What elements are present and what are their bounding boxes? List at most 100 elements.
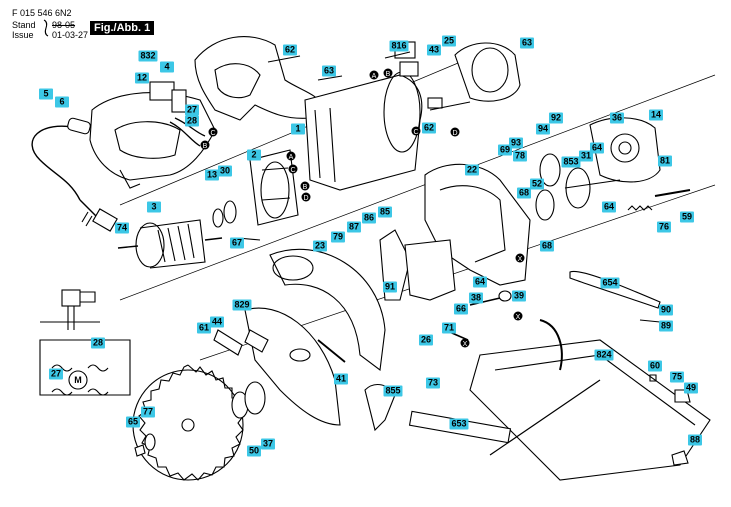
part-callout: 853 [561, 156, 581, 168]
part-callout: 38 [468, 292, 484, 304]
part-callout: 60 [647, 360, 663, 372]
marker-c-3: C [288, 164, 298, 174]
svg-text:B: B [203, 143, 208, 150]
marker-a-1: A [369, 70, 379, 80]
part-callout: 75 [669, 371, 685, 383]
svg-text:X: X [518, 256, 523, 263]
part-callout: 5 [39, 88, 53, 100]
part-callout: 94 [535, 123, 551, 135]
svg-text:D: D [452, 130, 457, 137]
part-callout: 61 [196, 322, 212, 334]
marker-x-1: X [515, 253, 525, 263]
marker-b-2: B [200, 140, 210, 150]
part-callout: 88 [687, 434, 703, 446]
part-callout: 27 [184, 104, 200, 116]
part-callout: 2 [247, 149, 261, 161]
part-callout: 66 [453, 303, 469, 315]
part-callout: 85 [377, 206, 393, 218]
part-callout: 654 [600, 277, 620, 289]
marker-x-3: X [460, 338, 470, 348]
svg-text:B: B [303, 184, 308, 191]
part-callout: 68 [539, 240, 555, 252]
marker-b-3: B [300, 181, 310, 191]
part-callout: 86 [361, 212, 377, 224]
part-callout: 90 [658, 304, 674, 316]
part-callout: 855 [383, 385, 403, 397]
part-callout: 12 [134, 72, 150, 84]
marker-d-1: D [450, 127, 460, 137]
part-callout: 37 [260, 438, 276, 450]
part-callout: 14 [648, 109, 664, 121]
svg-text:X: X [463, 341, 468, 348]
part-callout: 39 [511, 290, 527, 302]
part-callout: 79 [330, 231, 346, 243]
svg-text:A: A [289, 154, 294, 161]
stand-label: Stand [12, 20, 36, 30]
part-callout: 77 [140, 406, 156, 418]
part-callout: 78 [512, 150, 528, 162]
part-callout: 73 [425, 377, 441, 389]
part-callout: 25 [441, 35, 457, 47]
part-callout: 829 [232, 299, 252, 311]
part-callout: 36 [609, 112, 625, 124]
part-callout: 31 [578, 150, 594, 162]
svg-text:D: D [303, 195, 308, 202]
part-callout: 63 [321, 65, 337, 77]
part-callout: 62 [421, 122, 437, 134]
part-callout: 92 [548, 112, 564, 124]
part-callout: 816 [389, 40, 409, 52]
part-callout: 49 [683, 382, 699, 394]
stand-value: 98-05 [52, 20, 76, 30]
part-callout: 26 [418, 334, 434, 346]
marker-c-1: C [411, 126, 421, 136]
part-callout: 67 [229, 237, 245, 249]
svg-text:C: C [210, 130, 215, 137]
part-callout: 653 [449, 418, 469, 430]
part-callout: 62 [282, 44, 298, 56]
part-callout: 81 [657, 155, 673, 167]
part-callout: 52 [529, 178, 545, 190]
part-callout: 50 [246, 445, 262, 457]
part-callout: 4 [160, 61, 174, 73]
part-callout: 64 [601, 201, 617, 213]
doc-number: F 015 546 6N2 [12, 8, 72, 18]
part-callout: 59 [679, 211, 695, 223]
marker-d-2: D [301, 192, 311, 202]
svg-text:C: C [290, 167, 295, 174]
marker-b-1: B [383, 68, 393, 78]
part-callout: 6 [55, 96, 69, 108]
part-callout: 64 [472, 276, 488, 288]
part-callout: 71 [441, 322, 457, 334]
part-callout: 91 [382, 281, 398, 293]
part-callout: 93 [508, 137, 524, 149]
svg-text:X: X [516, 314, 521, 321]
marker-c-2: C [208, 127, 218, 137]
part-callout: 28 [90, 337, 106, 349]
svg-text:B: B [386, 71, 391, 78]
part-callout: 30 [217, 165, 233, 177]
part-callout: 44 [209, 316, 225, 328]
part-callout: 89 [658, 320, 674, 332]
part-callout: 27 [48, 368, 64, 380]
part-callout: 824 [594, 349, 614, 361]
marker-x-2: X [513, 311, 523, 321]
part-callout: 65 [125, 416, 141, 428]
part-callout: 1 [291, 123, 305, 135]
marker-a-2: A [286, 151, 296, 161]
part-callout: 68 [516, 187, 532, 199]
part-callout: 41 [333, 373, 349, 385]
svg-text:C: C [413, 129, 418, 136]
svg-text:A: A [372, 73, 377, 80]
motor-symbol: M [74, 375, 82, 385]
issue-label: Issue [12, 30, 34, 40]
part-callout: 43 [426, 44, 442, 56]
figure-label: Fig./Abb. 1 [90, 21, 155, 35]
part-callout: 23 [312, 240, 328, 252]
part-callout: 64 [589, 142, 605, 154]
part-callout: 87 [346, 221, 362, 233]
issue-value: 01-03-27 [52, 30, 89, 40]
part-callout: 76 [656, 221, 672, 233]
